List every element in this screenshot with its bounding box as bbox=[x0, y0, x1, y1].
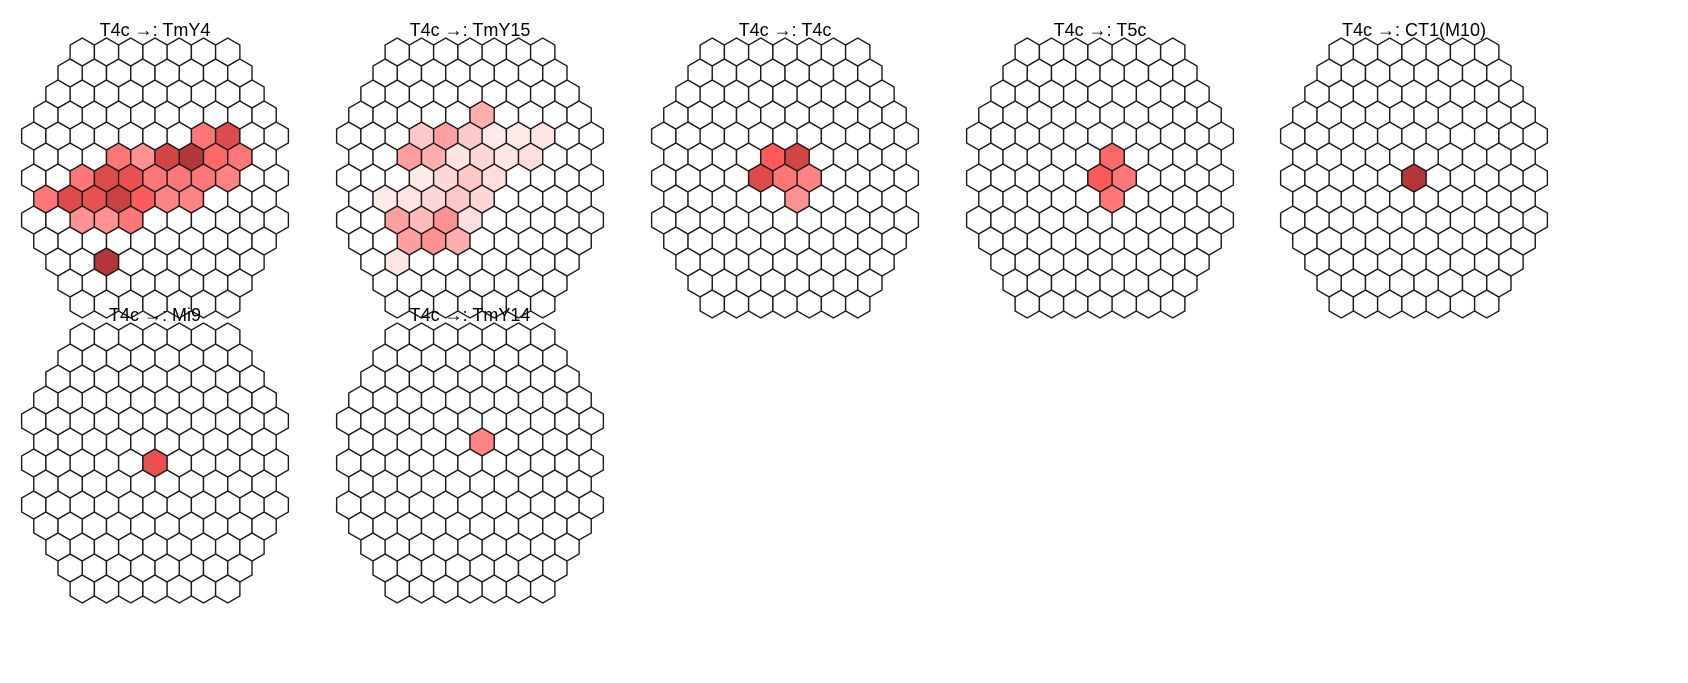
hex-cell bbox=[1208, 205, 1235, 235]
hex-cell bbox=[1522, 121, 1549, 151]
hex-cell bbox=[578, 205, 605, 235]
hex-cell bbox=[263, 205, 290, 235]
panel: T4c →: CT1(M10) bbox=[1279, 20, 1549, 319]
hex-cell bbox=[263, 448, 290, 478]
hex-grid bbox=[1279, 37, 1549, 319]
panel: T4c →: Mi9 bbox=[20, 305, 290, 604]
panel: T4c →: T4c bbox=[650, 20, 920, 319]
panel-title: T4c →: TmY4 bbox=[100, 20, 211, 40]
hex-cell bbox=[263, 490, 290, 520]
hex-cell bbox=[1208, 163, 1235, 193]
panel-title: T4c →: Mi9 bbox=[109, 305, 201, 325]
hex-cell bbox=[578, 406, 605, 436]
panel: T4c →: TmY15 bbox=[335, 20, 605, 319]
panel: T4c →: T5c bbox=[965, 20, 1235, 319]
hex-grid bbox=[650, 37, 920, 319]
hex-cell bbox=[1522, 163, 1549, 193]
hex-grid bbox=[335, 37, 605, 319]
hex-cell bbox=[263, 121, 290, 151]
hex-cell bbox=[1522, 205, 1549, 235]
panel: T4c →: TmY4 bbox=[20, 20, 290, 319]
panel-title: T4c →: TmY14 bbox=[410, 305, 531, 325]
hex-grid bbox=[20, 37, 290, 319]
hex-cell bbox=[263, 163, 290, 193]
hex-cell bbox=[1208, 121, 1235, 151]
hex-grid bbox=[965, 37, 1235, 319]
hex-cell bbox=[893, 205, 920, 235]
hex-cell bbox=[578, 490, 605, 520]
panel-title: T4c →: TmY15 bbox=[410, 20, 531, 40]
hex-cell bbox=[578, 121, 605, 151]
hex-cell bbox=[263, 406, 290, 436]
hex-cell bbox=[893, 163, 920, 193]
hex-grid bbox=[335, 322, 605, 604]
hex-cell bbox=[893, 121, 920, 151]
hex-cell bbox=[578, 448, 605, 478]
hex-grid bbox=[20, 322, 290, 604]
panel-title: T4c →: T4c bbox=[739, 20, 832, 40]
panel: T4c →: TmY14 bbox=[335, 305, 605, 604]
panel-title: T4c →: CT1(M10) bbox=[1342, 20, 1486, 40]
panel-title: T4c →: T5c bbox=[1054, 20, 1147, 40]
hex-cell bbox=[578, 163, 605, 193]
